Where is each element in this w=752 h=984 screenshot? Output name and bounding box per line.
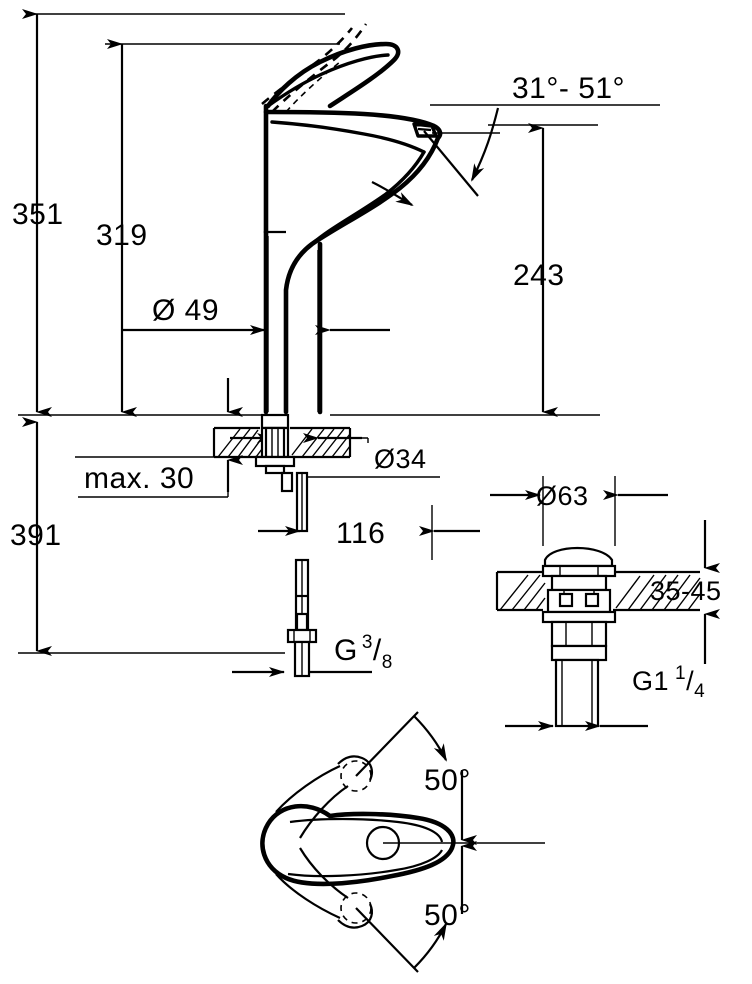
- thread-numerator: 3: [362, 632, 373, 653]
- drain-thread-numerator: 1: [675, 663, 686, 684]
- lever-plan-view: 50° 50°: [260, 711, 545, 973]
- dimension-value-243: 243: [513, 259, 565, 292]
- dimension-value-351: 351: [12, 198, 64, 231]
- section-hatch-right: [291, 428, 351, 458]
- thread-prefix: G: [334, 634, 358, 667]
- dimension-value-35-45: 35-45: [650, 576, 722, 606]
- dimension-shank-diameter: Ø34: [230, 433, 440, 478]
- dimension-body-diameter: Ø 49: [122, 294, 390, 335]
- dimension-value-angle-lower: 50°: [424, 899, 471, 932]
- dimension-counter-thickness: max. 30: [78, 378, 243, 498]
- dimension-drain-cap-diameter: Ø63: [490, 476, 668, 546]
- dimension-spout-outlet-height: 243: [488, 123, 598, 417]
- dimension-value-d34: Ø34: [374, 444, 427, 474]
- drain-thread-denominator: 4: [694, 681, 705, 702]
- dimension-value-angle-range: 31°- 51°: [512, 72, 625, 105]
- section-hatch-left: [217, 428, 263, 458]
- lever-rotated-position-lower: [275, 847, 373, 929]
- dimension-drain-counter-range: 35-45: [650, 520, 722, 664]
- dimension-value-391: 391: [10, 519, 62, 552]
- extension-lines: [18, 13, 600, 654]
- drain-section-hatch-left: [499, 574, 546, 611]
- counter-section: [212, 413, 352, 493]
- drain-assembly: Ø63: [490, 476, 722, 731]
- dimension-value-116: 116: [336, 517, 385, 550]
- thread-denominator: 8: [382, 652, 393, 673]
- lever-rotated-position-upper: [275, 755, 373, 839]
- drain-thread-prefix: G1: [632, 666, 669, 696]
- dimension-value-d63: Ø63: [536, 481, 589, 511]
- dimension-total-height: 351: [12, 9, 64, 417]
- dimension-value-max30: max. 30: [84, 462, 194, 495]
- dimension-value-d49: Ø 49: [152, 294, 219, 327]
- faucet-body-elevation: [261, 23, 443, 415]
- dimension-value-319: 319: [96, 219, 148, 252]
- lever-raised-position-ghost: [261, 23, 368, 113]
- dimension-tail-length: 116: [258, 505, 480, 560]
- supply-tail-pipe: [286, 471, 318, 678]
- dimension-value-angle-upper: 50°: [424, 764, 471, 797]
- dimension-overall-with-tail: 391: [10, 417, 62, 656]
- dimension-spout-swivel-angle: 31°- 51°: [371, 72, 660, 207]
- dimension-spout-assembly-height: 319: [96, 39, 148, 417]
- drain-section-hatch-right: [615, 574, 701, 611]
